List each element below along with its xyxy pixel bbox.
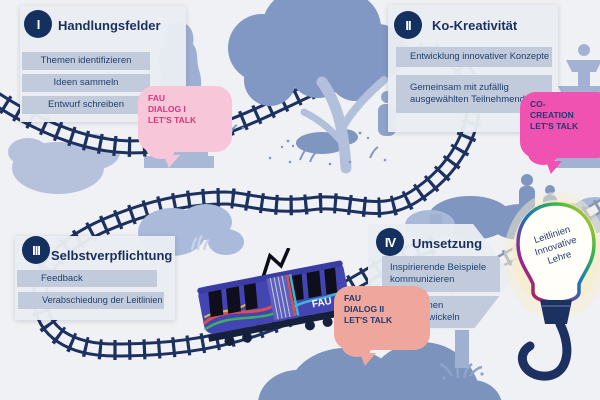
stage-number-badge: III — [22, 236, 50, 264]
stage-title: Handlungsfelder — [58, 18, 161, 33]
stage-item: Entwicklung innovativer Konzepte — [396, 47, 552, 67]
stage-title: Selbstverpflichtung — [51, 248, 173, 263]
tram-logo: FAU — [311, 296, 333, 311]
bulb-cable-hook — [517, 319, 572, 381]
stage-number-badge: I — [24, 10, 52, 38]
bulb-socket — [540, 300, 572, 324]
stage-number-badge: II — [394, 11, 422, 39]
tree-silhouette — [228, 0, 406, 174]
stage-panel-handlungsfelder: I Handlungsfelder Themen identifizieren … — [20, 6, 186, 122]
bush-silhouette — [280, 129, 370, 154]
sign-pole-top — [430, 214, 442, 226]
stage-item: Verabschiedung der Leitlinien — [18, 292, 164, 309]
stage-item: Ideen sammeln — [22, 74, 150, 92]
stage-number-badge: IV — [376, 228, 404, 256]
pantograph-icon — [260, 248, 291, 281]
stage-item: Feedback — [17, 270, 157, 287]
bush-silhouette-bottom — [258, 342, 502, 400]
grass-sign-base — [439, 361, 484, 380]
lightbulb-illustration: Leitlinien Innovative Lehre — [504, 192, 600, 381]
sign-pole-bottom — [455, 328, 469, 368]
tram-illustration: FAU — [197, 248, 351, 347]
stage-title: Umsetzung — [412, 236, 483, 251]
stage-item: Entwurf schreiben — [22, 96, 150, 114]
stage-panel-selbstverpflichtung: III Selbstverpflichtung Feedback Verabsc… — [15, 236, 175, 320]
stage-item: Themen identifizieren — [22, 52, 150, 70]
stage-title: Ko-Kreativität — [432, 18, 518, 33]
